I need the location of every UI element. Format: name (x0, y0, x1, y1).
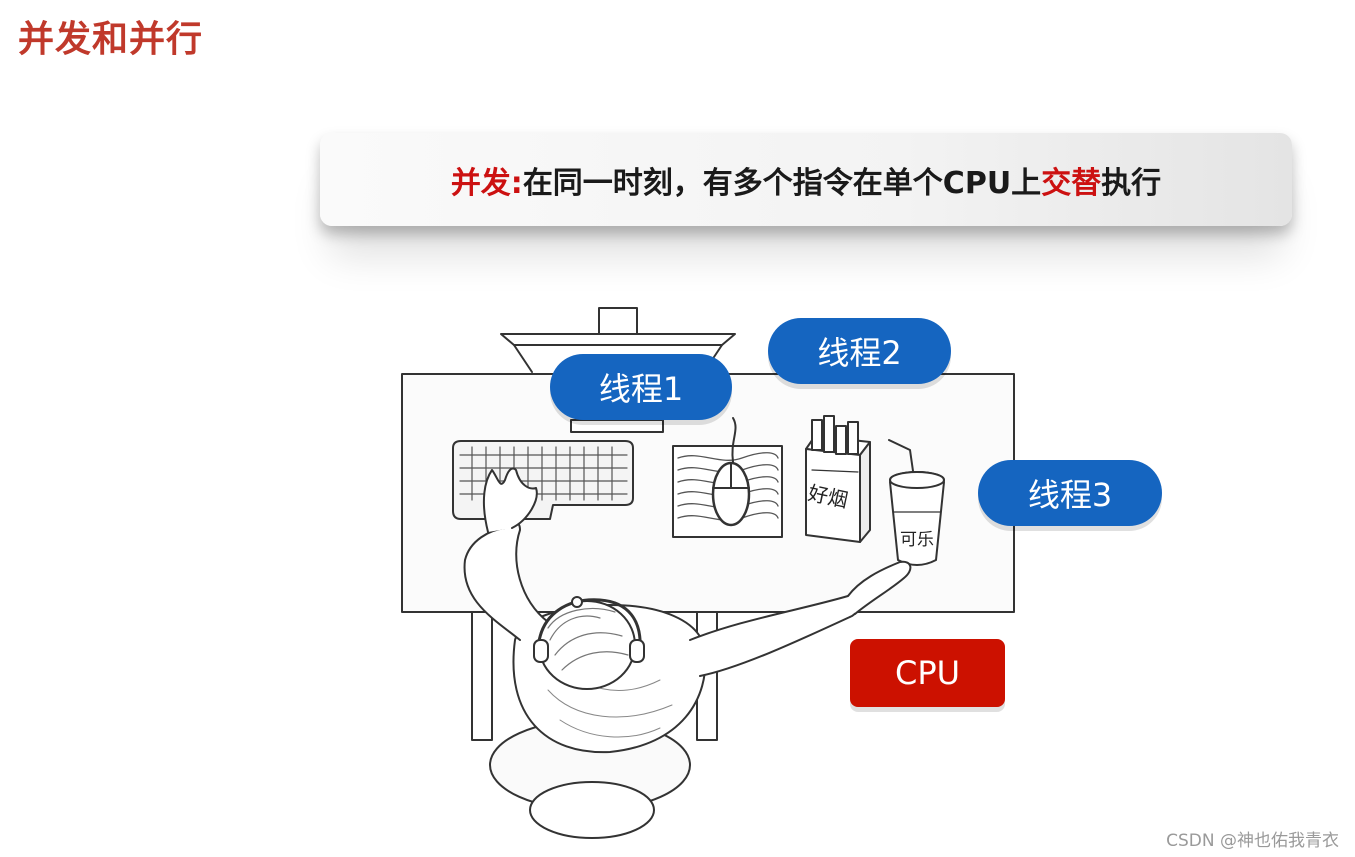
definition-text-before: 在同一时刻，有多个指令在单个CPU上 (522, 165, 1042, 201)
cup-label: 可乐 (900, 530, 934, 550)
cigarette-pack (805, 415, 871, 543)
definition-text-after: 执行 (1101, 165, 1162, 201)
monitor (500, 307, 736, 433)
watermark: CSDN @神也佑我青衣 (1166, 831, 1339, 851)
person (463, 467, 912, 839)
page-title: 并发和并行 (18, 19, 204, 60)
mouse (711, 417, 751, 527)
definition-highlight: 交替 (1041, 165, 1102, 201)
cpu-label: CPU (850, 639, 1005, 707)
thread-3-label: 线程3 (978, 460, 1162, 526)
soda-cup (888, 439, 945, 566)
definition-term: 并发: (450, 165, 523, 201)
thread-2-label: 线程2 (768, 318, 951, 384)
definition-card: 并发: 在同一时刻，有多个指令在单个CPU上 交替 执行 (320, 133, 1292, 226)
thread-1-label: 线程1 (550, 354, 732, 420)
desk-leg-left (471, 611, 493, 741)
